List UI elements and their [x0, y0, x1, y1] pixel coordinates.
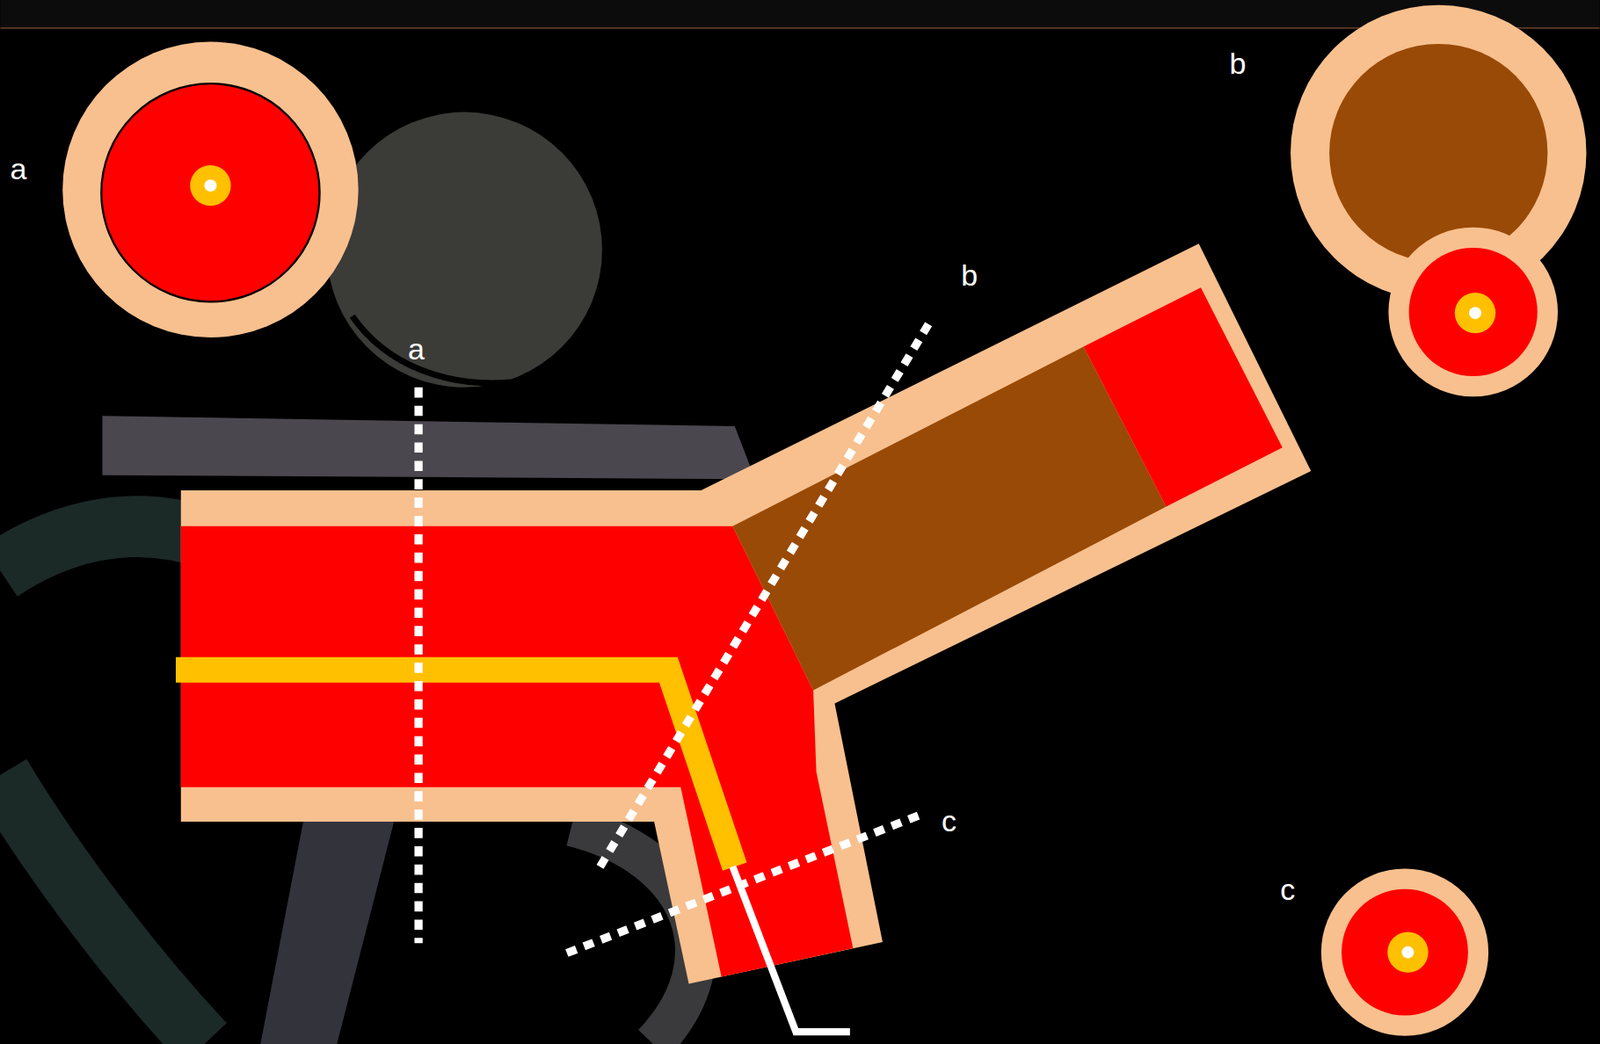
cut-letter: b: [960, 260, 978, 291]
guide-catheter: [175, 669, 735, 867]
cross-section-b: [1290, 5, 1586, 398]
section-line: [418, 324, 929, 954]
cut-letter: a: [407, 334, 425, 364]
cut-letter: c: [941, 806, 957, 837]
guide-wire: [732, 866, 850, 1033]
vessel-bifurcation: [181, 243, 1311, 984]
section-letter: c: [1280, 874, 1295, 905]
cross-section-c: [1321, 868, 1489, 1036]
section-letter: a: [9, 153, 27, 184]
section-letter: b: [1229, 48, 1246, 79]
cross-section-a: [62, 42, 358, 338]
